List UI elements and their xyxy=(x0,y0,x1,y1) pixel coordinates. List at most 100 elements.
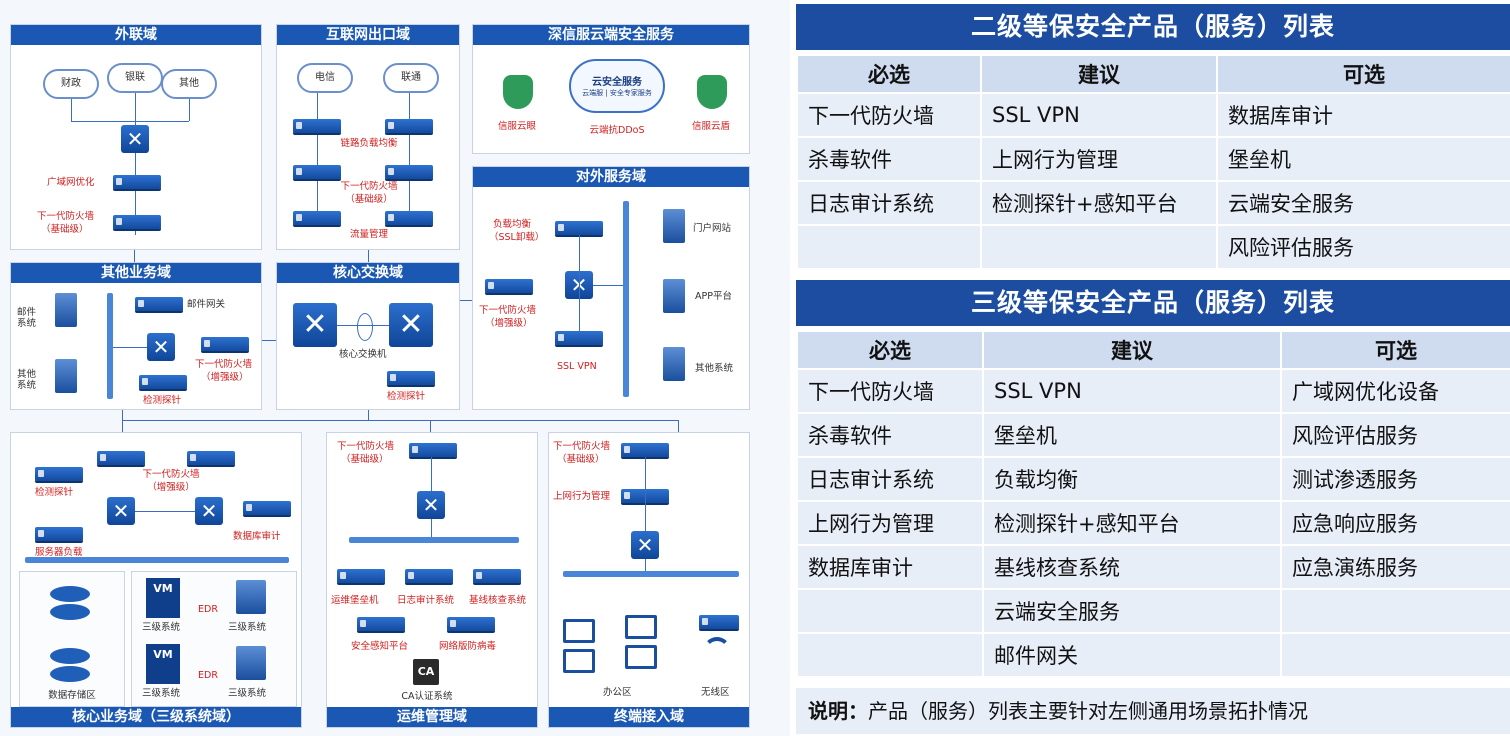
storage-db-icon-3 xyxy=(50,648,90,664)
system-label-2: 三级系统 xyxy=(228,622,267,633)
wan-optimizer-device xyxy=(113,175,161,189)
table-row: 邮件网关 xyxy=(796,632,1510,678)
column-header: 可选 xyxy=(1216,54,1510,94)
cloud-telecom: 电信 xyxy=(297,63,353,93)
storage-db-icon-2 xyxy=(50,604,90,620)
storage-area: 数据存储区 xyxy=(19,571,125,707)
pc-icon-2 xyxy=(625,615,657,639)
storage-db-icon-4 xyxy=(50,666,90,682)
table-cell: 检测探针+感知平台 xyxy=(980,180,1218,226)
core-switch-label: 核心交换机 xyxy=(339,349,387,360)
table-cell: 风险评估服务 xyxy=(1280,412,1510,458)
column-header: 必选 xyxy=(796,330,984,370)
lb-label: 负载均衡 xyxy=(493,219,532,230)
shield-icon-left xyxy=(503,75,533,109)
table-cell xyxy=(796,588,984,634)
zone-external: 外联域 财政 银联 其他 ✕ 广域网优化 下一代防火墙 （基础级） xyxy=(10,24,262,250)
cloud-shield-label: 信服云盾 xyxy=(691,121,730,132)
firewall-sub-label: （增强级） xyxy=(201,372,249,383)
firewall-label: 下一代防火墙 xyxy=(142,469,200,480)
firewall-label: 下一代防火墙 xyxy=(340,181,398,192)
antivirus-device xyxy=(447,617,495,631)
table-cell: 日志审计系统 xyxy=(796,180,982,226)
table-cell: 基线核查系统 xyxy=(982,544,1282,590)
pc-icon-3 xyxy=(563,649,595,673)
table-note: 说明：产品（服务）列表主要针对左侧通用场景拓扑情况 xyxy=(796,688,1510,734)
cloud-eye-label: 信服云眼 xyxy=(497,121,536,132)
table-cell: 数据库审计 xyxy=(796,544,984,590)
table-cell: 数据库审计 xyxy=(1216,92,1510,138)
level3-table: 必选 建议 可选 下一代防火墙 SSL VPN 广域网优化设备 杀毒软件 堡垒机… xyxy=(796,330,1510,678)
table-header-row: 必选 建议 可选 xyxy=(796,330,1510,370)
mail-gateway-device xyxy=(135,297,183,311)
audit-device xyxy=(243,501,291,515)
table-cell: 下一代防火墙 xyxy=(796,92,982,138)
table-cell: 广域网优化设备 xyxy=(1280,368,1510,414)
ca-label: CA认证系统 xyxy=(401,691,453,702)
lb-sub-label: （SSL卸载） xyxy=(489,232,545,243)
audit-label: 数据库审计 xyxy=(233,531,281,542)
table-cell xyxy=(980,224,1218,270)
firewall-sub-label: （增强级） xyxy=(485,318,533,329)
switch-icon-right: ✕ xyxy=(195,497,223,525)
core-switch-icon-left: ✕ xyxy=(293,303,337,347)
cloud-security-sub: 云端服 | 安全专家服务 xyxy=(582,89,652,97)
switch-icon: ✕ xyxy=(147,333,175,361)
table-row: 下一代防火墙 SSL VPN 广域网优化设备 xyxy=(796,368,1510,414)
cloud-ddos-label: 云端抗DDoS xyxy=(589,125,645,136)
other-system-label: 其他系统 xyxy=(695,363,734,374)
baseline-device xyxy=(473,569,521,583)
zone-internet-title: 互联网出口域 xyxy=(277,25,459,45)
probe-device xyxy=(139,375,187,389)
link-lb-device-right xyxy=(385,119,433,133)
other-server-icon xyxy=(55,359,77,393)
office-label: 办公区 xyxy=(603,687,632,698)
cloud-other: 其他 xyxy=(161,69,217,99)
table-cell xyxy=(1280,632,1510,678)
firewall-device-right xyxy=(187,451,235,465)
core-switch-icon-right: ✕ xyxy=(389,303,433,347)
zone-core-switch: 核心交换域 ✕ ✕ 核心交换机 检测探针 xyxy=(276,262,460,410)
wireless-label: 无线区 xyxy=(701,687,730,698)
firewall-label: 下一代防火墙 xyxy=(479,305,537,316)
table-cell: 云端安全服务 xyxy=(1216,180,1510,226)
column-header: 建议 xyxy=(982,330,1282,370)
table-cell: 应急响应服务 xyxy=(1280,500,1510,546)
table-cell: 云端安全服务 xyxy=(982,588,1282,634)
app-server-icon xyxy=(663,279,685,313)
product-lists: 二级等保安全产品（服务）列表 必选 建议 可选 下一代防火墙 SSL VPN 数… xyxy=(796,0,1510,736)
zone-internet: 互联网出口域 电信 联通 链路负载均衡 下一代防火墙 （基础级） 流量管理 xyxy=(276,24,460,250)
vm-icon-1: VM xyxy=(146,578,180,618)
cloud-security-label: 云安全服务 xyxy=(592,77,642,88)
firewall-sub-label: （基础级） xyxy=(557,454,605,465)
situation-label: 安全感知平台 xyxy=(351,641,409,652)
table-cell: 杀毒软件 xyxy=(796,412,984,458)
table-row: 上网行为管理 检测探针+感知平台 应急响应服务 xyxy=(796,500,1510,546)
cloud-finance: 财政 xyxy=(43,69,99,99)
firewall-sub-label: （增强级） xyxy=(147,482,195,493)
table-cell: 负载均衡 xyxy=(982,456,1282,502)
storage-db-icon-1 xyxy=(50,586,90,602)
table-cell: 堡垒机 xyxy=(982,412,1282,458)
table-cell: 下一代防火墙 xyxy=(796,368,984,414)
log-audit-device xyxy=(405,569,453,583)
table-cell: 风险评估服务 xyxy=(1216,224,1510,270)
table-row: 杀毒软件 堡垒机 风险评估服务 xyxy=(796,412,1510,458)
probe-label: 检测探针 xyxy=(35,487,74,498)
ssl-vpn-device xyxy=(555,331,603,345)
column-header: 建议 xyxy=(980,54,1218,94)
switch-icon-left: ✕ xyxy=(107,497,135,525)
zone-other-business: 其他业务域 邮件系统 其他系统 邮件网关 ✕ 下一代防火墙 （增强级） 检测探针 xyxy=(10,262,262,410)
table-row: 云端安全服务 xyxy=(796,588,1510,634)
zone-cloud-service-title: 深信服云端安全服务 xyxy=(473,25,749,45)
probe-device xyxy=(35,467,83,481)
system-server-icon-1 xyxy=(236,580,266,614)
table-row: 风险评估服务 xyxy=(796,224,1510,270)
edr-label-1: EDR xyxy=(198,604,218,615)
table-cell: 杀毒软件 xyxy=(796,136,982,182)
lb-device xyxy=(555,221,603,235)
firewall-device xyxy=(409,443,457,457)
firewall-device xyxy=(621,443,669,457)
zone-terminal: 终端接入域 下一代防火墙 （基础级） 上网行为管理 ✕ 办公区 无线区 xyxy=(548,432,750,728)
firewall-label: 下一代防火墙 xyxy=(337,441,395,452)
